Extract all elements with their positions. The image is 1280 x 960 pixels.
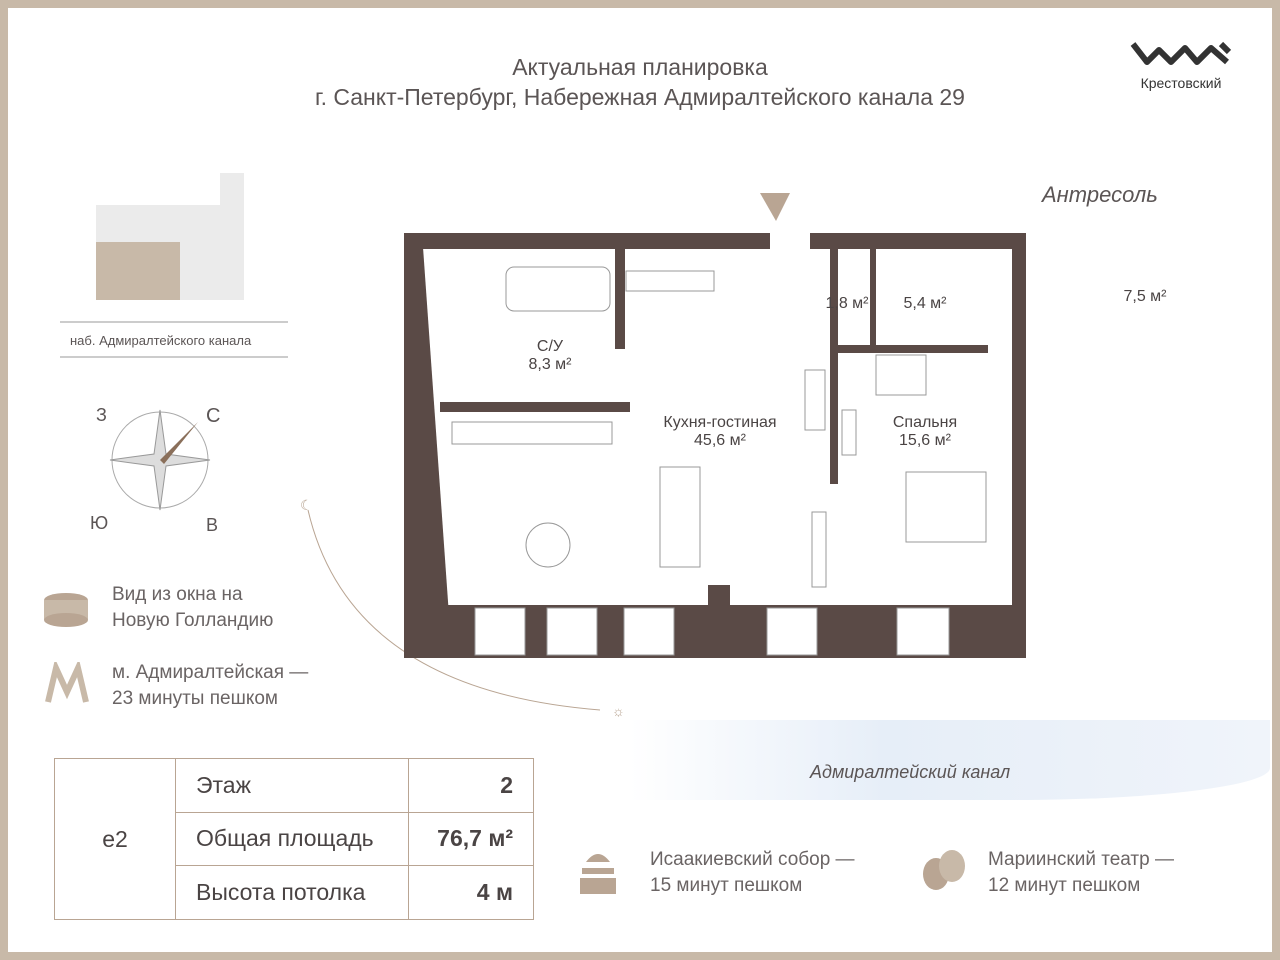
info-label-floor: Этаж (174, 758, 410, 813)
info-value-floor: 2 (408, 758, 534, 813)
room-storage: 5,4 м² (903, 295, 947, 312)
mezzanine-title: Антресоль (1042, 182, 1158, 207)
canal-area (630, 720, 1270, 800)
compass-south: Ю (90, 513, 109, 533)
canal-label: Адмиралтейский канал (810, 762, 1011, 782)
compass-north: С (206, 405, 221, 427)
title-line-2: г. Санкт-Петербург, Набережная Адмиралте… (315, 84, 965, 110)
logo-text: Крестовский (1140, 75, 1222, 91)
info-label-area: Общая площадь (174, 811, 410, 867)
compass-icon (109, 409, 211, 511)
window-view-icon (44, 593, 88, 627)
svg-text:☾: ☾ (300, 497, 313, 513)
info-value-height: 4 м (408, 865, 534, 920)
title-line-1: Актуальная планировка (512, 54, 768, 80)
metro-icon (45, 662, 89, 703)
info-value-area: 76,7 м² (408, 811, 534, 867)
room-hall: 1,8 м² (825, 295, 869, 312)
apartment-code: е2 (54, 758, 176, 920)
logo: Крестовский (1126, 40, 1236, 91)
info-label-height: Высота потолка (174, 865, 410, 920)
compass-east: В (206, 515, 219, 535)
logo-mark-icon (1130, 41, 1231, 65)
feature-metro: м. Адмиралтейская —23 минуты пешком (112, 662, 309, 709)
landmark-theatre: Мариинский театр —12 минут пешком (988, 849, 1174, 896)
svg-text:☼: ☼ (612, 703, 625, 719)
street-label: наб. Адмиралтейского канала (70, 333, 252, 348)
compass-west: З (96, 405, 107, 425)
room-mezzanine: 7,5 м² (1123, 288, 1167, 305)
entrance-arrow-icon (760, 193, 790, 221)
floor-plan (404, 193, 1026, 658)
site-map (60, 173, 288, 358)
cathedral-icon (580, 854, 616, 894)
theatre-masks-icon (923, 850, 965, 890)
sun-path: ☾ ☼ (300, 497, 625, 719)
landmark-cathedral: Исаакиевский собор —15 минут пешком (650, 849, 855, 896)
